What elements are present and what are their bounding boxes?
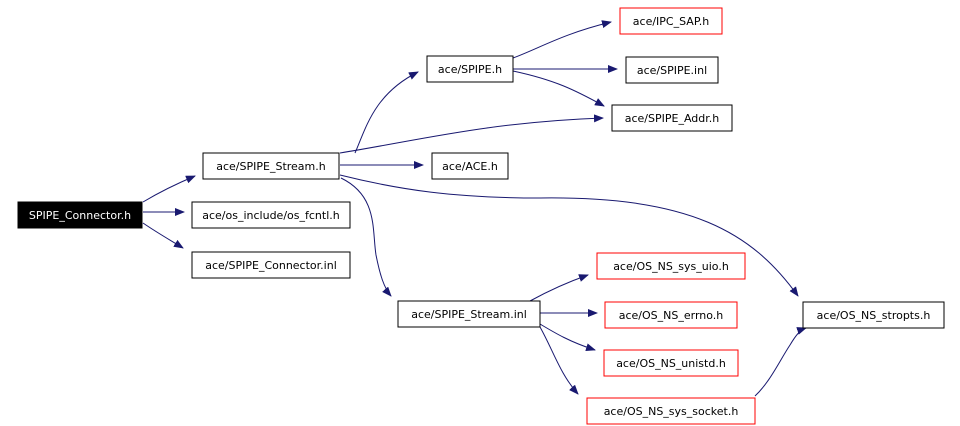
node-root: SPIPE_Connector.h <box>17 201 143 229</box>
node-box <box>596 252 746 280</box>
edge-spipe_h-to-spipe_addr <box>512 70 605 107</box>
node-box <box>802 301 945 329</box>
edges-layer <box>142 20 807 397</box>
node-box <box>426 55 514 83</box>
node-label: ace/OS_NS_errno.h <box>619 309 724 322</box>
edge-stream_h-to-spipe_h <box>354 71 419 154</box>
edge-root-to-connector_inl <box>142 222 184 249</box>
node-box <box>191 201 351 229</box>
node-label: ace/SPIPE_Addr.h <box>625 112 720 125</box>
node-box <box>619 7 723 35</box>
edge-sys_socket-to-stropts <box>754 327 807 397</box>
node-sys_socket[interactable]: ace/OS_NS_sys_socket.h <box>586 397 756 425</box>
nodes-layer: SPIPE_Connector.h ace/SPIPE_Stream.h ace/o… <box>17 7 945 425</box>
node-box <box>202 152 340 180</box>
node-box <box>397 300 541 328</box>
node-stropts[interactable]: ace/OS_NS_stropts.h <box>802 301 945 329</box>
edge-spipe_h-to-ipc_sap <box>512 20 612 59</box>
node-unistd[interactable]: ace/OS_NS_unistd.h <box>603 349 739 377</box>
node-label: ace/SPIPE_Stream.h <box>216 160 326 173</box>
node-sys_uio[interactable]: ace/OS_NS_sys_uio.h <box>596 252 746 280</box>
node-box <box>625 56 719 84</box>
node-errno[interactable]: ace/OS_NS_errno.h <box>604 301 738 329</box>
node-box <box>603 349 739 377</box>
node-box <box>611 104 733 132</box>
node-stream_inl[interactable]: ace/SPIPE_Stream.inl <box>397 300 541 328</box>
node-fcntl[interactable]: ace/os_include/os_fcntl.h <box>191 201 351 229</box>
edge-stream_h-to-spipe_addr <box>339 114 604 154</box>
node-spipe_inl[interactable]: ace/SPIPE.inl <box>625 56 719 84</box>
node-label: ace/SPIPE_Stream.inl <box>411 308 527 321</box>
node-ace_h[interactable]: ace/ACE.h <box>431 152 509 180</box>
edge-stream_h-to-stream_inl <box>340 177 392 297</box>
node-box <box>191 251 351 279</box>
node-label: ace/IPC_SAP.h <box>633 15 709 28</box>
node-stream_h[interactable]: ace/SPIPE_Stream.h <box>202 152 340 180</box>
node-spipe_addr[interactable]: ace/SPIPE_Addr.h <box>611 104 733 132</box>
node-label: SPIPE_Connector.h <box>29 209 131 222</box>
edge-root-to-stream_h <box>142 175 196 203</box>
node-box <box>586 397 756 425</box>
edge-stream_inl-to-unistd <box>539 323 596 352</box>
node-box <box>604 301 738 329</box>
node-ipc_sap[interactable]: ace/IPC_SAP.h <box>619 7 723 35</box>
node-label: ace/OS_NS_unistd.h <box>616 357 726 370</box>
node-label: ace/OS_NS_sys_uio.h <box>613 260 729 273</box>
node-box <box>431 152 509 180</box>
node-label: ace/OS_NS_stropts.h <box>817 309 931 322</box>
node-label: ace/SPIPE_Connector.inl <box>205 259 337 272</box>
edge-stream_inl-to-sys_uio <box>529 274 589 302</box>
edge-stream_inl-to-sys_socket <box>539 326 579 395</box>
node-spipe_h[interactable]: ace/SPIPE.h <box>426 55 514 83</box>
node-label: ace/OS_NS_sys_socket.h <box>604 405 739 418</box>
node-label: ace/ACE.h <box>442 160 498 173</box>
node-label: ace/os_include/os_fcntl.h <box>202 209 340 222</box>
edge-stream_h-to-stropts <box>339 174 799 297</box>
node-label: ace/SPIPE.inl <box>637 64 707 77</box>
node-box <box>17 201 143 229</box>
node-connector_inl[interactable]: ace/SPIPE_Connector.inl <box>191 251 351 279</box>
node-label: ace/SPIPE.h <box>438 63 502 76</box>
